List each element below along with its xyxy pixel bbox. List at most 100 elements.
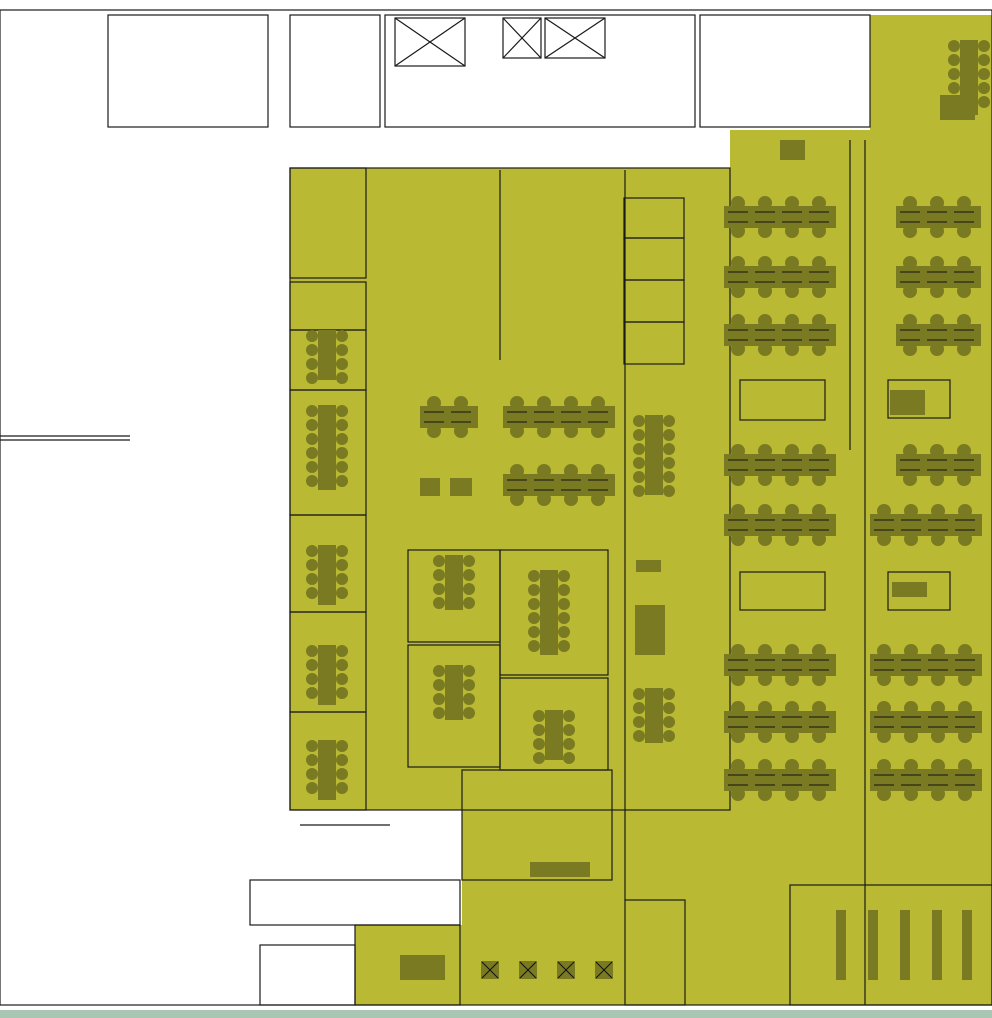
chair: [463, 693, 475, 705]
chair: [758, 444, 772, 458]
chair: [454, 396, 468, 410]
chair: [758, 256, 772, 270]
chair: [931, 701, 945, 715]
bottom-strip: [0, 1010, 992, 1018]
chair: [306, 447, 318, 459]
chair: [904, 644, 918, 658]
chair: [731, 224, 745, 238]
desk-column: [962, 910, 972, 980]
chair: [537, 464, 551, 478]
chair: [336, 768, 348, 780]
chair: [463, 597, 475, 609]
chair: [433, 583, 445, 595]
chair: [336, 344, 348, 356]
chair: [528, 626, 540, 638]
chair: [812, 472, 826, 486]
conference-table: [318, 645, 336, 705]
chair: [785, 444, 799, 458]
chair: [957, 314, 971, 328]
chair: [528, 598, 540, 610]
chair: [877, 701, 891, 715]
conference-table: [318, 740, 336, 800]
chair: [731, 729, 745, 743]
chair: [812, 532, 826, 546]
chair: [564, 396, 578, 410]
conference-table: [318, 405, 336, 490]
conference-table: [445, 555, 463, 610]
desk-cluster: [724, 454, 836, 476]
chair: [758, 759, 772, 773]
chair: [785, 729, 799, 743]
room-wall: [624, 899, 686, 1006]
chair: [958, 672, 972, 686]
chair: [785, 314, 799, 328]
chair: [812, 284, 826, 298]
desk-column: [836, 910, 846, 980]
chair: [812, 672, 826, 686]
chair: [591, 424, 605, 438]
room-wall: [739, 379, 826, 421]
chair: [812, 787, 826, 801]
furniture-block: [530, 862, 590, 877]
chair: [663, 485, 675, 497]
chair: [336, 673, 348, 685]
desk-cluster: [870, 769, 982, 791]
conference-table: [445, 665, 463, 720]
conference-table: [540, 570, 558, 655]
chair: [463, 583, 475, 595]
chair: [978, 96, 990, 108]
chair: [510, 396, 524, 410]
room-wall: [0, 9, 992, 1006]
room-wall: [887, 571, 951, 611]
chair: [306, 330, 318, 342]
chair: [758, 729, 772, 743]
chair: [731, 787, 745, 801]
chair: [758, 532, 772, 546]
chair: [785, 504, 799, 518]
chair: [785, 196, 799, 210]
chair: [558, 640, 570, 652]
chair: [633, 702, 645, 714]
chair: [731, 472, 745, 486]
desk-cluster: [724, 654, 836, 676]
chair: [663, 688, 675, 700]
desk-column: [868, 910, 878, 980]
elevator-shaft: [544, 17, 606, 59]
chair: [812, 342, 826, 356]
chair: [633, 457, 645, 469]
chair: [663, 457, 675, 469]
chair: [904, 759, 918, 773]
chair: [633, 471, 645, 483]
desk-cluster: [724, 514, 836, 536]
chair: [958, 701, 972, 715]
chair: [433, 679, 445, 691]
chair: [558, 612, 570, 624]
furniture-block: [780, 140, 805, 160]
chair: [336, 645, 348, 657]
chair: [336, 754, 348, 766]
chair: [533, 738, 545, 750]
chair: [930, 256, 944, 270]
chair: [510, 424, 524, 438]
desk-column: [900, 910, 910, 980]
chair: [306, 740, 318, 752]
chair: [758, 284, 772, 298]
chair: [731, 759, 745, 773]
chair: [758, 472, 772, 486]
desk-cluster: [420, 406, 478, 428]
chair: [537, 396, 551, 410]
room-wall: [789, 884, 992, 1006]
conference-table: [545, 710, 563, 760]
chair: [930, 444, 944, 458]
chair: [591, 492, 605, 506]
chair: [427, 424, 441, 438]
chair: [931, 532, 945, 546]
chair: [903, 284, 917, 298]
chair: [433, 555, 445, 567]
furniture-block: [636, 560, 661, 572]
elevator-shaft: [394, 17, 466, 67]
chair: [306, 659, 318, 671]
conference-table: [645, 688, 663, 743]
chair: [528, 584, 540, 596]
